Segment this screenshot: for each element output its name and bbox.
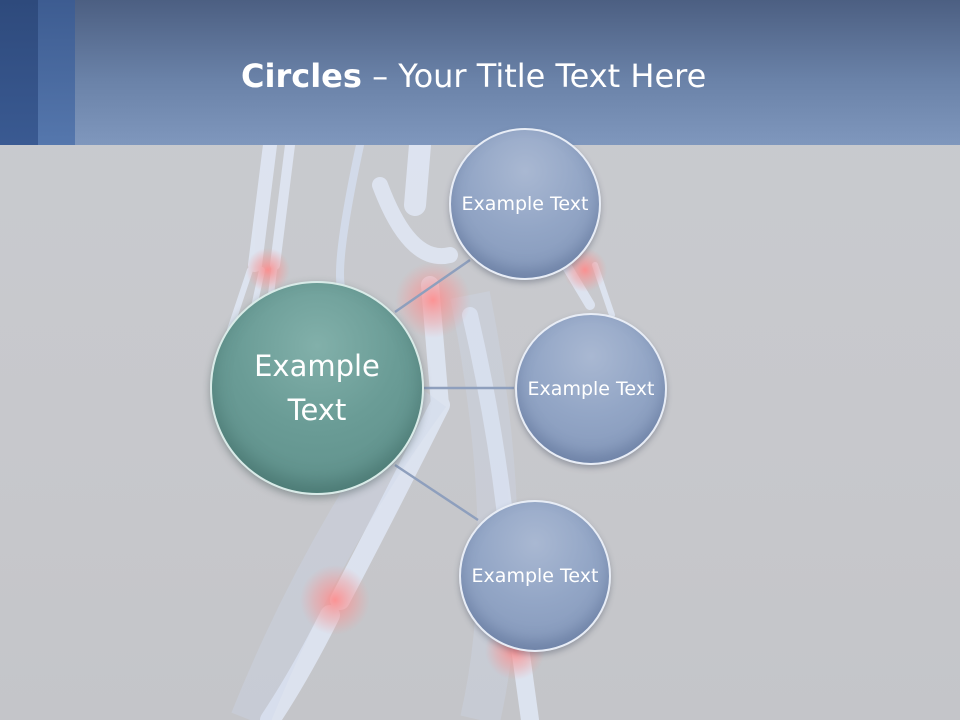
satellite-circle-middle[interactable]: Example Text (515, 313, 667, 465)
center-circle-label: Example Text (254, 349, 380, 427)
header-band: Circles – Your Title Text Here (0, 0, 960, 145)
title-bold: Circles (241, 57, 362, 95)
connector-bottom (394, 463, 479, 522)
connector-top (394, 258, 471, 314)
satellite-circle-top-label: Example Text (461, 193, 589, 215)
header-stripe-dark (0, 0, 38, 145)
page-title: Circles – Your Title Text Here (241, 52, 706, 102)
satellite-circle-middle-label: Example Text (527, 378, 655, 400)
center-circle[interactable]: Example Text (210, 281, 424, 495)
title-rest: – Your Title Text Here (361, 57, 707, 95)
header-stripe-light (38, 0, 75, 145)
satellite-circle-top[interactable]: Example Text (449, 128, 601, 280)
satellite-circle-bottom-label: Example Text (471, 565, 599, 587)
satellite-circle-bottom[interactable]: Example Text (459, 500, 611, 652)
